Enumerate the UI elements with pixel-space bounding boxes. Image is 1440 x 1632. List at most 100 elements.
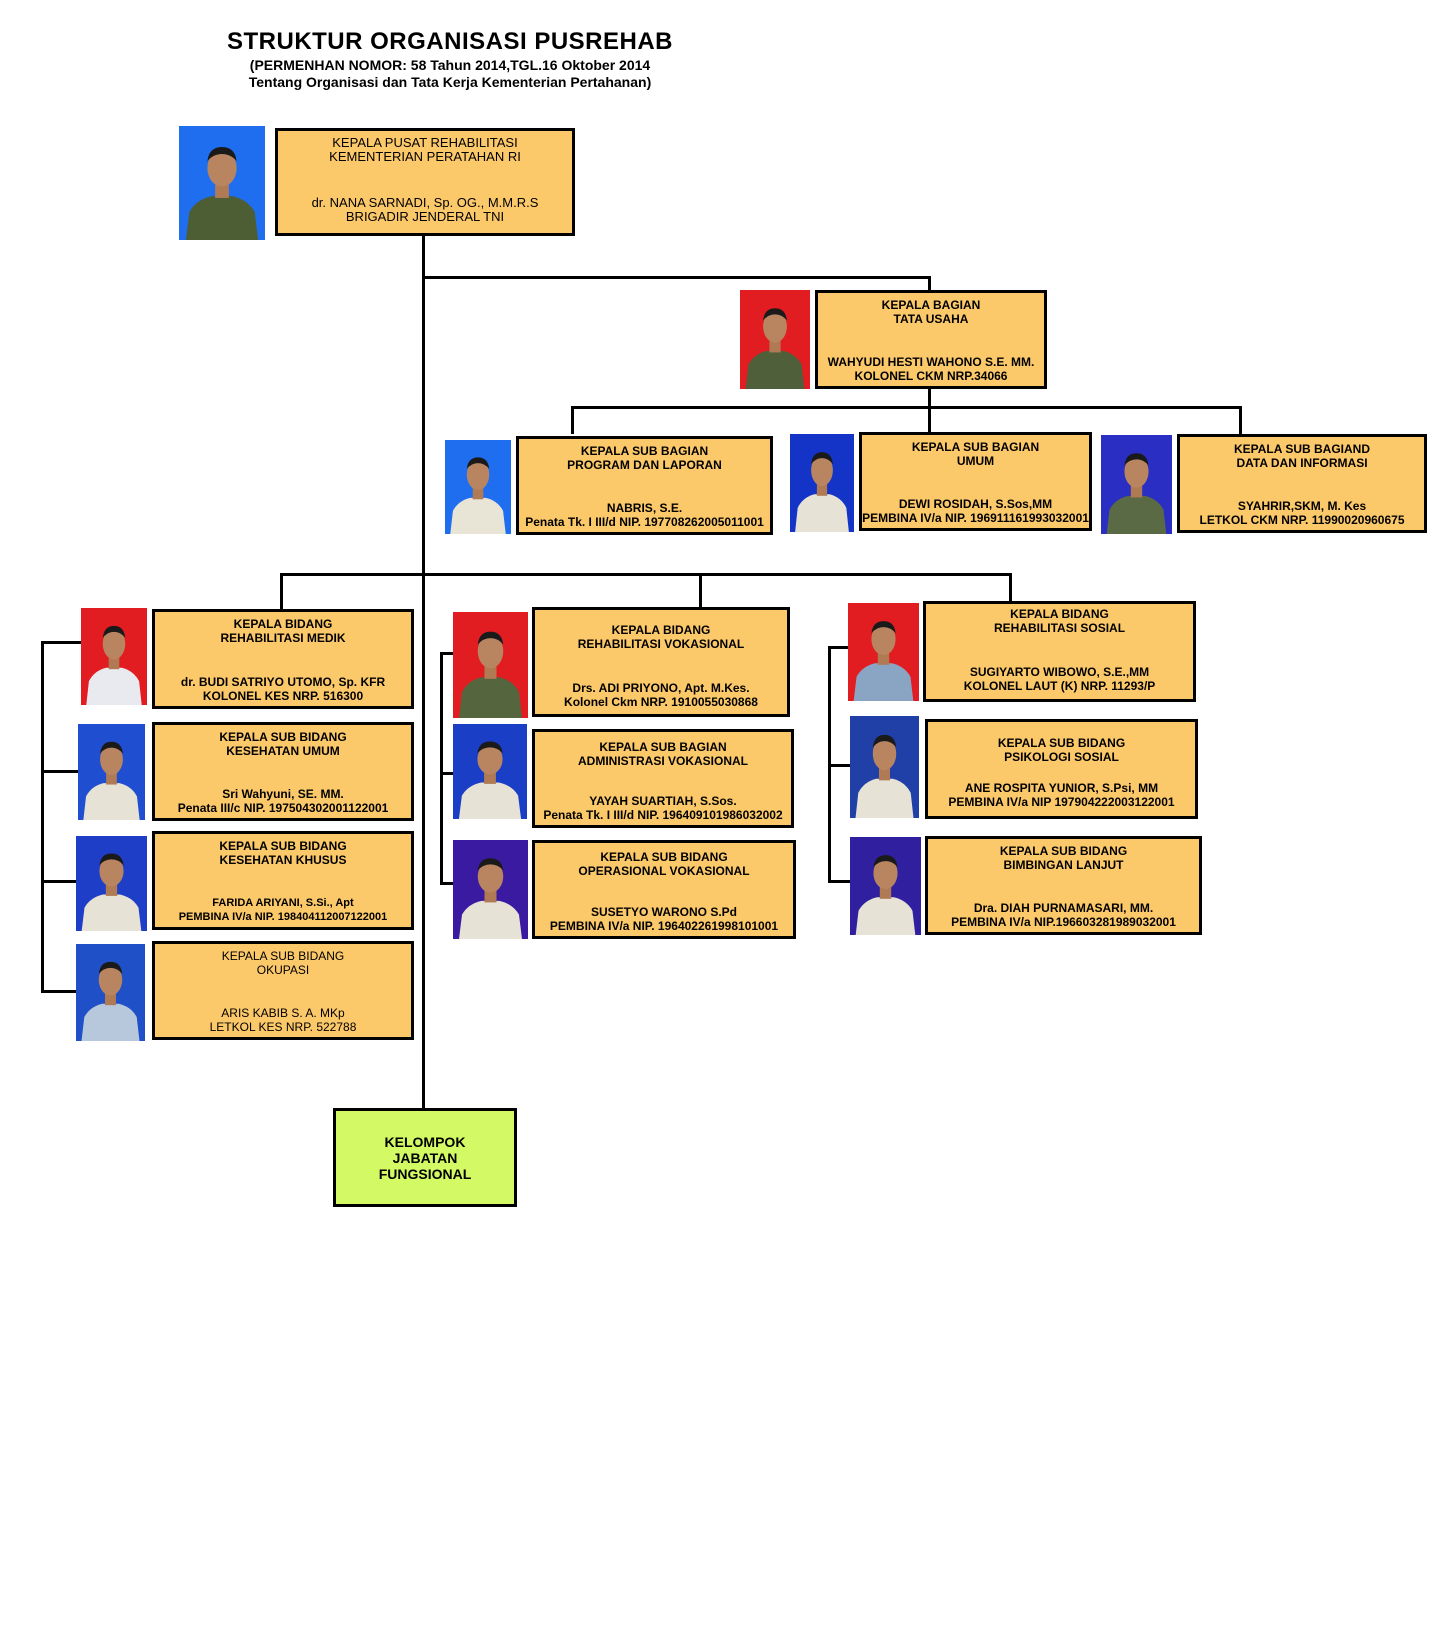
role-title-line1: KEPALA SUB BIDANG [221, 949, 345, 963]
official-rank: PEMBINA IV/a NIP.196603281989032001 [951, 915, 1176, 929]
functional-line3: FUNGSIONAL [378, 1165, 472, 1182]
portrait-photo-subbid-kessus [76, 836, 147, 931]
role-title-line1: KEPALA SUB BIDANG [219, 839, 347, 853]
portrait-photo-subbid-okupasi [76, 944, 145, 1041]
role-title-line2: UMUM [956, 454, 995, 468]
official-rank: Penata III/c NIP. 197504302001122001 [177, 801, 389, 815]
official-rank: LETKOL KES NRP. 522788 [209, 1020, 357, 1034]
chart-subtitle-topic: Tentang Organisasi dan Tata Kerja Kement… [248, 74, 652, 90]
bracket-medik-tick-3 [41, 880, 76, 883]
role-title-line2: KESEHATAN UMUM [226, 744, 340, 758]
bracket-vokasional-vertical [440, 652, 443, 885]
role-title-line1: KEPALA BIDANG [1010, 607, 1109, 621]
portrait-photo-subbid-binjut [850, 837, 921, 935]
role-title-line1: KEPALA PUSAT REHABILITASI [332, 135, 518, 150]
connector-tu-horizontal [422, 276, 930, 279]
portrait-photo-kabag-tu [740, 290, 810, 389]
functional-line2: JABATAN [392, 1149, 458, 1166]
role-title-line2: REHABILITASI SOSIAL [993, 621, 1126, 635]
portrait-photo-subbag-proglap [445, 440, 511, 534]
connector-bidang-drop-middle [699, 573, 702, 607]
official-name: Dra. DIAH PURNAMASARI, MM. [973, 901, 1154, 915]
bracket-vokasional-tick-2 [440, 772, 453, 775]
connector-subbag-drop-right [1239, 406, 1242, 434]
official-name: SYAHRIR,SKM, M. Kes [1237, 499, 1367, 513]
official-name: ANE ROSPITA YUNIOR, S.Psi, MM [964, 781, 1159, 795]
connector-subbag-drop-left [571, 406, 574, 434]
official-rank: PEMBINA IV/a NIP 197904222003122001 [948, 795, 1175, 809]
role-title-line1: KEPALA SUB BAGIAND [1233, 442, 1370, 456]
role-title-line2: ADMINISTRASI VOKASIONAL [577, 754, 748, 768]
bracket-sosial-tick-3 [828, 880, 850, 883]
bracket-medik-tick-2 [41, 770, 78, 773]
connector-main-vertical [422, 236, 425, 1108]
role-title-line2: PROGRAM DAN LAPORAN [567, 458, 722, 472]
bracket-medik-tick-1 [41, 641, 81, 644]
role-title-line1: KEPALA SUB BIDANG [600, 850, 728, 864]
official-name: SUSETYO WARONO S.Pd [590, 905, 737, 919]
official-name: ARIS KABIB S. A. MKp [221, 1006, 345, 1020]
portrait-photo-kabid-vokasional [453, 612, 528, 718]
connector-bidang-drop-left [280, 573, 283, 609]
official-name: SUGIYARTO WIBOWO, S.E.,MM [969, 665, 1150, 679]
portrait-photo-subbid-psikologi [850, 716, 919, 818]
bracket-sosial-tick-1 [828, 646, 848, 649]
portrait-photo-subbag-adminvok [453, 724, 527, 819]
portrait-photo-subbag-datin [1101, 435, 1172, 534]
connector-tu-drop [928, 276, 931, 290]
official-name: NABRIS, S.E. [606, 501, 683, 515]
role-title-line1: KEPALA BIDANG [233, 617, 333, 631]
chart-subtitle-regulation: (PERMENHAN NOMOR: 58 Tahun 2014,TGL.16 O… [249, 57, 651, 73]
role-title-line1: KEPALA SUB BAGIAN [599, 740, 727, 754]
official-name: FARIDA ARIYANI, S.Si., Apt [212, 897, 354, 909]
official-rank: Penata Tk. I III/d NIP. 1977082620050110… [525, 515, 764, 529]
official-rank: PEMBINA IV/a NIP. 196402261998101001 [549, 919, 779, 933]
portrait-photo-subbid-opsvok [453, 840, 528, 939]
official-name: Sri Wahyuni, SE. MM. [222, 787, 344, 801]
official-name: DEWI ROSIDAH, S.Sos,MM [898, 497, 1053, 511]
role-title-line2: REHABILITASI VOKASIONAL [577, 637, 745, 651]
official-rank: LETKOL CKM NRP. 11990020960675 [1199, 513, 1405, 527]
role-title-line2: KESEHATAN KHUSUS [219, 853, 347, 867]
portrait-photo-subbag-umum [790, 434, 854, 532]
official-rank: PEMBINA IV/a NIP. 196911161993032001 [862, 511, 1089, 525]
role-title-line1: KEPALA SUB BIDANG [997, 736, 1126, 750]
official-name: YAYAH SUARTIAH, S.Sos. [589, 794, 737, 808]
role-title-line2: PSIKOLOGI SOSIAL [1004, 750, 1119, 764]
role-title-line1: KEPALA BAGIAN [881, 298, 981, 312]
official-rank: Penata Tk. I III/d NIP. 1964091019860320… [543, 808, 783, 822]
bracket-vokasional-tick-1 [440, 652, 453, 655]
official-rank: KOLONEL KES NRP. 516300 [202, 689, 364, 703]
official-rank: BRIGADIR JENDERAL TNI [345, 209, 505, 224]
functional-line1: KELOMPOK [384, 1133, 466, 1150]
official-name: Drs. ADI PRIYONO, Apt. M.Kes. [572, 681, 750, 695]
connector-subbag-horizontal [571, 406, 1241, 409]
org-box-kelompok-fungsional: KELOMPOK JABATAN FUNGSIONAL [333, 1108, 517, 1207]
role-title-line2: TATA USAHA [893, 312, 969, 326]
official-name: dr. BUDI SATRIYO UTOMO, Sp. KFR [180, 675, 386, 689]
portrait-photo-kapus [179, 126, 265, 240]
role-title-line2: DATA DAN INFORMASI [1236, 456, 1368, 470]
portrait-photo-kabid-medik [81, 608, 147, 705]
bracket-sosial-tick-2 [828, 764, 850, 767]
official-rank: PEMBINA IV/a NIP. 198404112007122001 [178, 911, 388, 923]
role-title-line1: KEPALA BIDANG [611, 623, 711, 637]
role-title-line2: KEMENTERIAN PERATAHAN RI [329, 149, 521, 164]
bracket-vokasional-tick-3 [440, 882, 453, 885]
official-name: WAHYUDI HESTI WAHONO S.E. MM. [827, 355, 1035, 369]
connector-bidang-drop-right [1009, 573, 1012, 603]
